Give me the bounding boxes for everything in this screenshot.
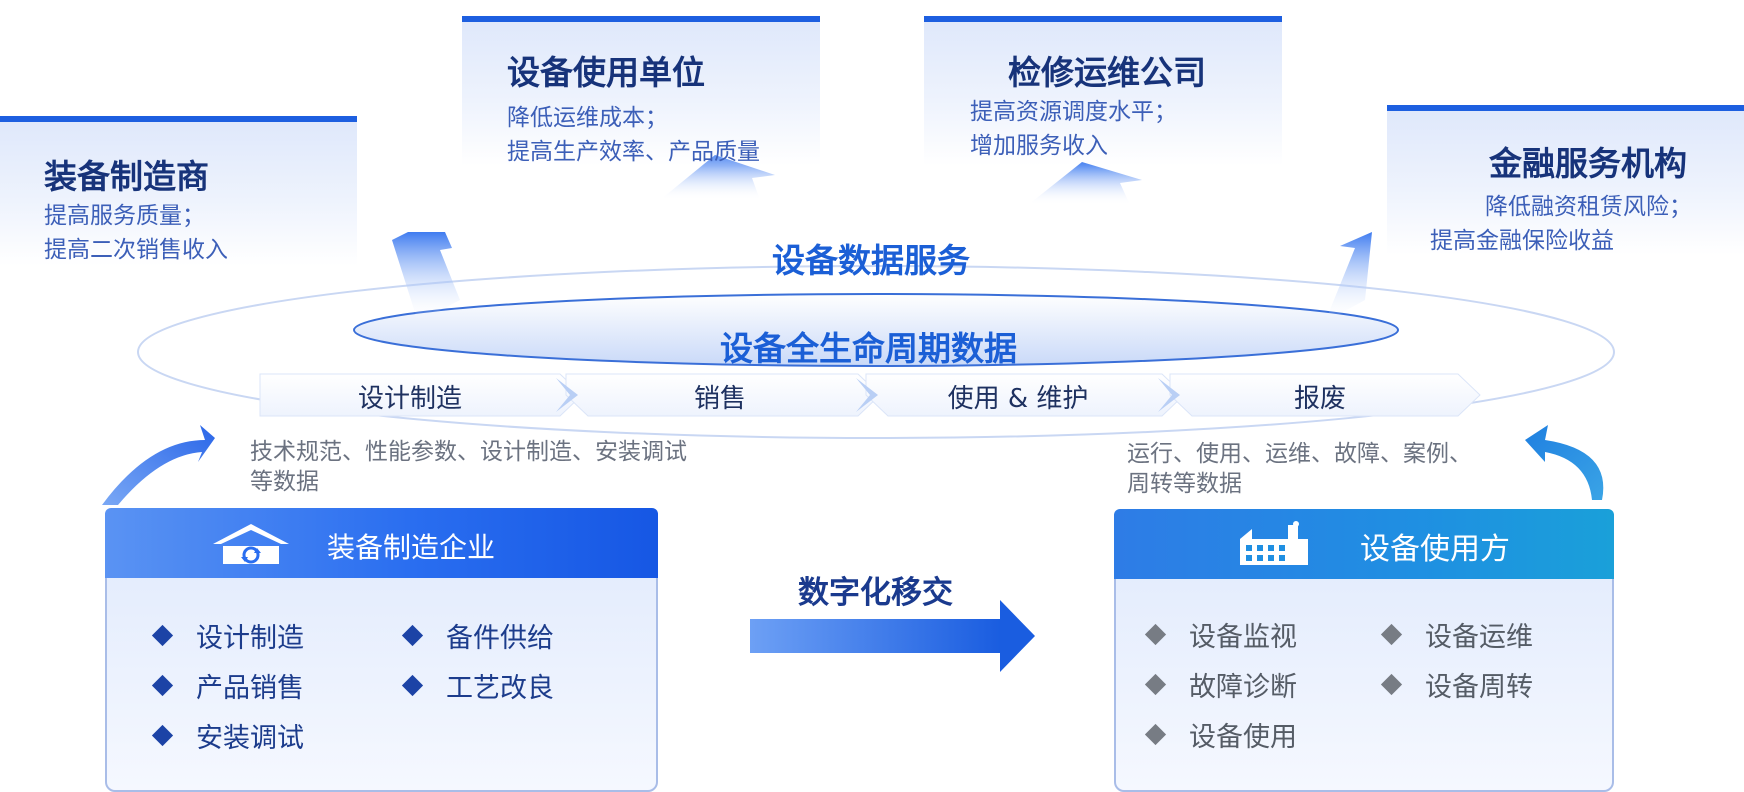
house-cycle-icon [213, 524, 289, 564]
list-item: 设备使用 [1144, 715, 1297, 754]
stage-design-label: 设计制造 [357, 384, 462, 414]
diamond-bullet-icon [1144, 623, 1167, 646]
chevron-divider-1 [556, 378, 578, 412]
transfer-arrow [750, 600, 1035, 672]
list-item: 产品销售 [151, 666, 304, 705]
card-finance-line-1: 降低融资租赁风险； [1485, 194, 1692, 220]
diamond-bullet-icon [401, 674, 424, 697]
arrow-to-finance [1325, 232, 1372, 322]
stage-chevron-4 [1169, 373, 1481, 417]
diamond-bullet-icon [1144, 723, 1167, 746]
curve-arrow-right [1525, 425, 1604, 500]
list-item: 设备监视 [1144, 615, 1297, 654]
card-user-unit-title: 设备使用单位 [507, 53, 705, 92]
stage-use-label: 使用 & 维护 [947, 384, 1089, 414]
card-manufacturer-title: 装备制造商 [44, 157, 209, 196]
diamond-bullet-icon [151, 674, 174, 697]
right-data-desc-line-2: 周转等数据 [1127, 471, 1242, 497]
card-finance-line-2: 提高金融保险收益 [1430, 228, 1614, 254]
card-manufacturer-line-1: 提高服务质量； [44, 203, 205, 229]
left-data-desc: 技术规范、性能参数、设计制造、安装调试 等数据 [250, 437, 690, 497]
panel-left-header: 装备制造企业 [105, 508, 658, 578]
card-manufacturer: 装备制造商 提高服务质量； 提高二次销售收入 [0, 116, 357, 266]
left-data-desc-line-2: 等数据 [250, 469, 319, 495]
card-maintenance-line-2: 增加服务收入 [970, 133, 1108, 159]
lifecycle-data-title: 设备全生命周期数据 [720, 329, 1017, 368]
diamond-bullet-icon [401, 624, 424, 647]
diamond-bullet-icon [1380, 673, 1403, 696]
card-maintenance-line-1: 提高资源调度水平； [970, 99, 1177, 125]
card-maintenance-title: 检修运维公司 [1008, 53, 1206, 92]
data-service-title: 设备数据服务 [772, 241, 970, 280]
diamond-bullet-icon [151, 624, 174, 647]
stage-chevron-3 [865, 373, 1185, 417]
panel-left-title: 装备制造企业 [327, 531, 496, 564]
stage-chevron-1 [259, 373, 583, 417]
inner-ellipse [353, 293, 1399, 367]
panel-right-header: 设备使用方 [1114, 509, 1614, 579]
factory-icon [1240, 521, 1308, 565]
list-item: 故障诊断 [1144, 665, 1297, 704]
panel-right-title: 设备使用方 [1360, 532, 1510, 567]
arrow-to-manufacturer [392, 232, 460, 322]
right-data-desc: 运行、使用、运维、故障、案例、 周转等数据 [1127, 439, 1527, 499]
card-finance: 金融服务机构 降低融资租赁风险； 提高金融保险收益 [1387, 105, 1744, 255]
list-item: 备件供给 [401, 616, 554, 655]
card-maintenance: 检修运维公司 提高资源调度水平； 增加服务收入 [924, 16, 1282, 166]
stage-scrap-label: 报废 [1293, 384, 1346, 414]
list-item: 设计制造 [151, 616, 304, 655]
list-item: 设备周转 [1380, 665, 1533, 704]
list-item: 工艺改良 [401, 666, 554, 705]
card-user-unit-line-2: 提高生产效率、产品质量 [507, 139, 760, 165]
panel-equipment-user: 设备使用方 设备监视 设备运维 故障诊断 设备周转 设备使用 [1114, 509, 1614, 792]
card-manufacturer-line-2: 提高二次销售收入 [44, 237, 228, 263]
curve-arrow-left [102, 425, 215, 505]
diamond-bullet-icon [151, 724, 174, 747]
up-arrow-maintenance [1028, 162, 1142, 205]
diamond-bullet-icon [1144, 673, 1167, 696]
card-user-unit-line-1: 降低运维成本； [507, 105, 668, 131]
up-arrow-user-unit [660, 155, 775, 200]
panel-manufacturing-enterprise: 装备制造企业 设计制造 备件供给 产品销售 工艺改良 安装调试 [105, 508, 658, 792]
stage-sales-label: 销售 [693, 384, 746, 414]
card-user-unit: 设备使用单位 降低运维成本； 提高生产效率、产品质量 [462, 16, 820, 166]
list-item: 安装调试 [151, 716, 304, 755]
list-item: 设备运维 [1380, 615, 1533, 654]
diamond-bullet-icon [1380, 623, 1403, 646]
outer-ellipse [137, 265, 1615, 439]
chevron-divider-2 [856, 378, 878, 412]
chevron-divider-3 [1158, 378, 1180, 412]
stage-chevron-2 [565, 373, 881, 417]
left-data-desc-line-1: 技术规范、性能参数、设计制造、安装调试 [250, 439, 687, 465]
card-finance-title: 金融服务机构 [1489, 144, 1687, 183]
right-data-desc-line-1: 运行、使用、运维、故障、案例、 [1127, 441, 1472, 467]
digital-transfer-label: 数字化移交 [798, 575, 953, 611]
